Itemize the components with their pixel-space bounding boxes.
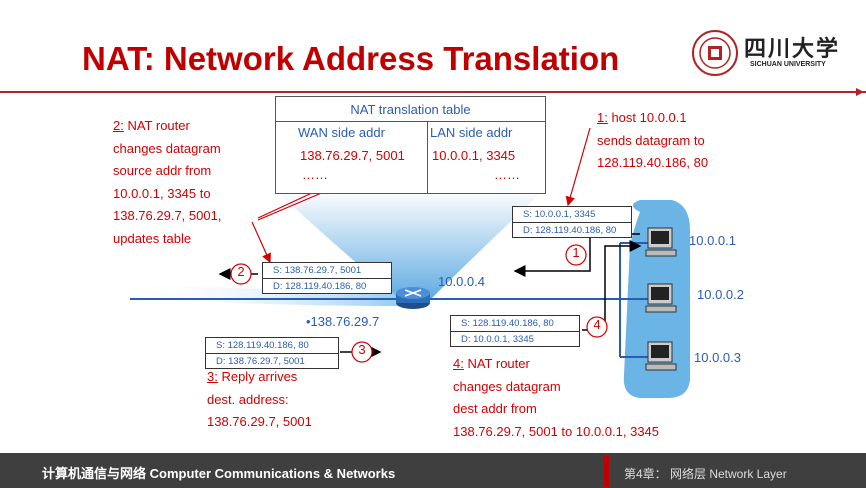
university-name: 四川大学 xyxy=(744,36,841,62)
host-icon-3 xyxy=(645,341,677,371)
title-divider-arrow xyxy=(856,88,864,96)
nat-router-icon xyxy=(396,287,430,309)
step-marker-3 xyxy=(351,341,373,363)
university-seal-icon xyxy=(692,30,738,76)
host3-addr: 10.0.0.3 xyxy=(694,350,741,365)
step1-text: 1: host 10.0.0.1 sends datagram to 128.1… xyxy=(597,110,709,170)
step-marker-2 xyxy=(230,263,252,285)
col-header-lan: LAN side addr xyxy=(430,125,513,140)
step3-text: 3: Reply arrives dest. address: 138.76.2… xyxy=(207,369,312,429)
university-name-en: SICHUAN UNIVERSITY xyxy=(750,61,826,68)
footer-course-title: 计算机通信与网络 Computer Communications & Netwo… xyxy=(42,466,396,481)
host2-addr: 10.0.0.2 xyxy=(697,287,744,302)
host1-addr: 10.0.0.1 xyxy=(689,233,736,248)
footer-bar xyxy=(0,453,866,488)
datagram-2: S: 138.76.29.7, 5001 D: 128.119.40.186, … xyxy=(262,262,392,294)
table-cell-lan-more: …… xyxy=(494,167,520,182)
table-cell-wan: 138.76.29.7, 5001 xyxy=(300,148,405,163)
col-header-wan: WAN side addr xyxy=(298,125,385,140)
callout-arrow-2b xyxy=(251,221,271,264)
step-marker-3-label: 3 xyxy=(358,342,366,357)
network-diagram xyxy=(130,127,690,398)
table-cell-lan: 10.0.0.1, 3345 xyxy=(432,148,516,163)
footer-chapter: 第4章： 网络层 Network Layer xyxy=(624,467,787,481)
step-marker-4-label: 4 xyxy=(593,317,601,332)
datagram-1: S: 10.0.0.1, 3345 D: 128.119.40.186, 80 xyxy=(512,206,632,238)
step2-text: 2: NAT router changes datagram source ad… xyxy=(113,118,222,246)
footer-accent xyxy=(604,456,609,487)
title-divider xyxy=(0,91,866,93)
table-cell-wan-more: …… xyxy=(302,167,328,182)
datagram-4: S: 128.119.40.186, 80 D: 10.0.0.1, 3345 xyxy=(450,315,580,347)
host-icon-1 xyxy=(645,227,677,257)
step-marker-1 xyxy=(565,244,587,266)
nat-translation-table: NAT translation table WAN side addr LAN … xyxy=(275,96,546,194)
router-wan-addr: •138.76.29.7 xyxy=(306,314,380,329)
datagram-3: S: 128.119.40.186, 80 D: 138.76.29.7, 50… xyxy=(205,337,339,369)
nat-cone xyxy=(275,190,544,298)
wan-beam xyxy=(130,284,398,306)
step4-text: 4: NAT router changes datagram dest addr… xyxy=(453,356,660,439)
host-icon-2 xyxy=(645,283,677,313)
step-marker-2-label: 2 xyxy=(237,264,245,279)
router-lan-addr: 10.0.0.4 xyxy=(438,274,485,289)
nat-table-caption: NAT translation table xyxy=(350,102,471,117)
step-marker-1-label: 1 xyxy=(572,245,580,260)
page-title: NAT: Network Address Translation xyxy=(82,40,620,77)
step-marker-4 xyxy=(586,316,608,338)
callout-arrow-1 xyxy=(565,127,591,207)
